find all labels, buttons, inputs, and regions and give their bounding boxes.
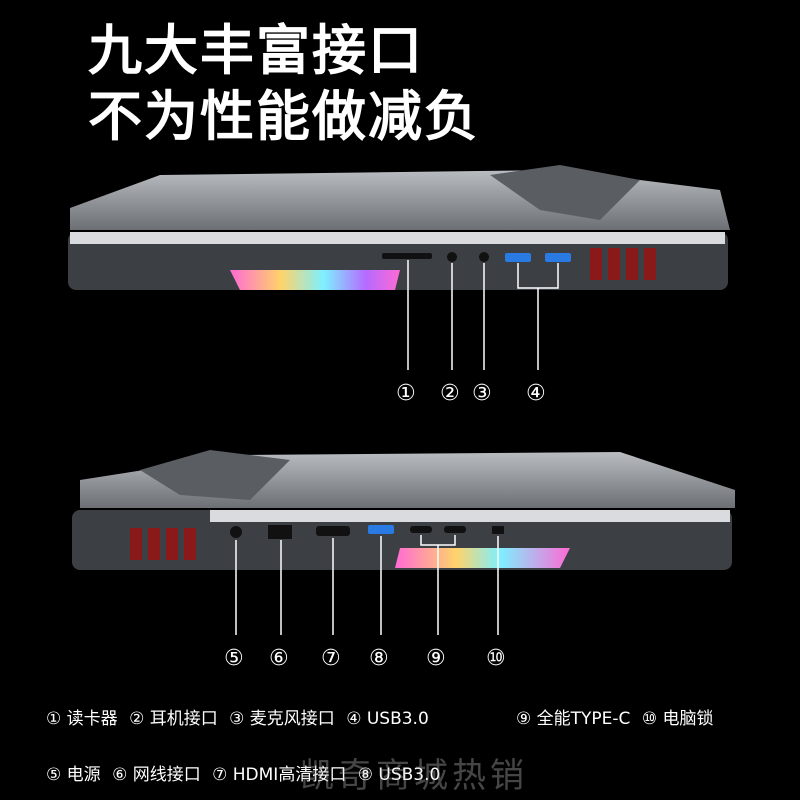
legend-item: ② 耳机接口 xyxy=(129,709,218,729)
headline: 九大丰富接口 不为性能做减负 xyxy=(88,18,480,150)
hinge-bottom xyxy=(140,450,290,500)
base-edge xyxy=(210,510,730,522)
vents-top xyxy=(590,248,656,280)
marker-4: ④ xyxy=(526,381,546,406)
usb-port xyxy=(368,525,394,534)
legend-item: ① 读卡器 xyxy=(46,709,118,729)
legend-item: ④ USB3.0 xyxy=(346,709,429,729)
legend-row-2: ⑤ 电源 ⑥ 网线接口 ⑦ HDMI高清接口 ⑧ USB3.0 xyxy=(46,760,446,785)
marker-2: ② xyxy=(440,381,460,406)
base-edge xyxy=(70,232,725,244)
laptop-left-side-image: ⑤ ⑥ ⑦ ⑧ ⑨ ⑩ xyxy=(72,450,735,671)
leader-lines-bottom xyxy=(235,535,499,635)
marker-10: ⑩ xyxy=(486,646,506,671)
usb-port-1 xyxy=(505,253,531,262)
marker-6: ⑥ xyxy=(269,646,289,671)
legend-row-1: ① 读卡器 ② 耳机接口 ③ 麦克风接口 ④ USB3.0 xyxy=(46,704,435,729)
watermark: 凯奇商城热销 xyxy=(300,756,528,796)
card-reader-slot xyxy=(382,253,432,259)
legend-item: ⑤ 电源 xyxy=(46,765,101,785)
marker-1: ① xyxy=(396,381,416,406)
base-body xyxy=(72,510,732,570)
legend-item: ⑨ 全能TYPE-C xyxy=(516,709,631,729)
vents-bottom xyxy=(130,528,196,560)
hinge-top xyxy=(490,165,640,220)
ethernet-port xyxy=(268,525,292,539)
marker-3: ③ xyxy=(472,381,492,406)
legend-item: ⑥ 网线接口 xyxy=(112,765,201,785)
legend-item: ⑦ HDMI高清接口 xyxy=(212,765,347,785)
marker-8: ⑧ xyxy=(369,646,389,671)
legend-item: ③ 麦克风接口 xyxy=(229,709,335,729)
marker-7: ⑦ xyxy=(321,646,341,671)
rgb-light-strip xyxy=(395,548,570,568)
rgb-light-strip xyxy=(230,270,400,290)
hdmi-port xyxy=(316,526,350,536)
marker-9: ⑨ xyxy=(426,646,446,671)
legend-item: ⑧ USB3.0 xyxy=(357,765,441,785)
legend-row-1b: ⑨ 全能TYPE-C ⑩ 电脑锁 xyxy=(516,704,719,729)
lock-slot xyxy=(492,526,504,534)
usb-port-2 xyxy=(545,253,571,262)
headline-line-2: 不为性能做减负 xyxy=(88,85,480,148)
mic-jack xyxy=(479,252,489,262)
leader-lines-top xyxy=(407,260,559,370)
type-c-port-1 xyxy=(410,526,432,533)
headline-line-1: 九大丰富接口 xyxy=(88,19,424,82)
type-c-port-2 xyxy=(444,526,466,533)
marker-5: ⑤ xyxy=(224,646,244,671)
power-jack xyxy=(230,526,242,538)
headphone-jack xyxy=(447,252,457,262)
legend-item: ⑩ 电脑锁 xyxy=(641,709,714,729)
laptop-right-side-image: ① ② ③ ④ xyxy=(68,165,730,406)
